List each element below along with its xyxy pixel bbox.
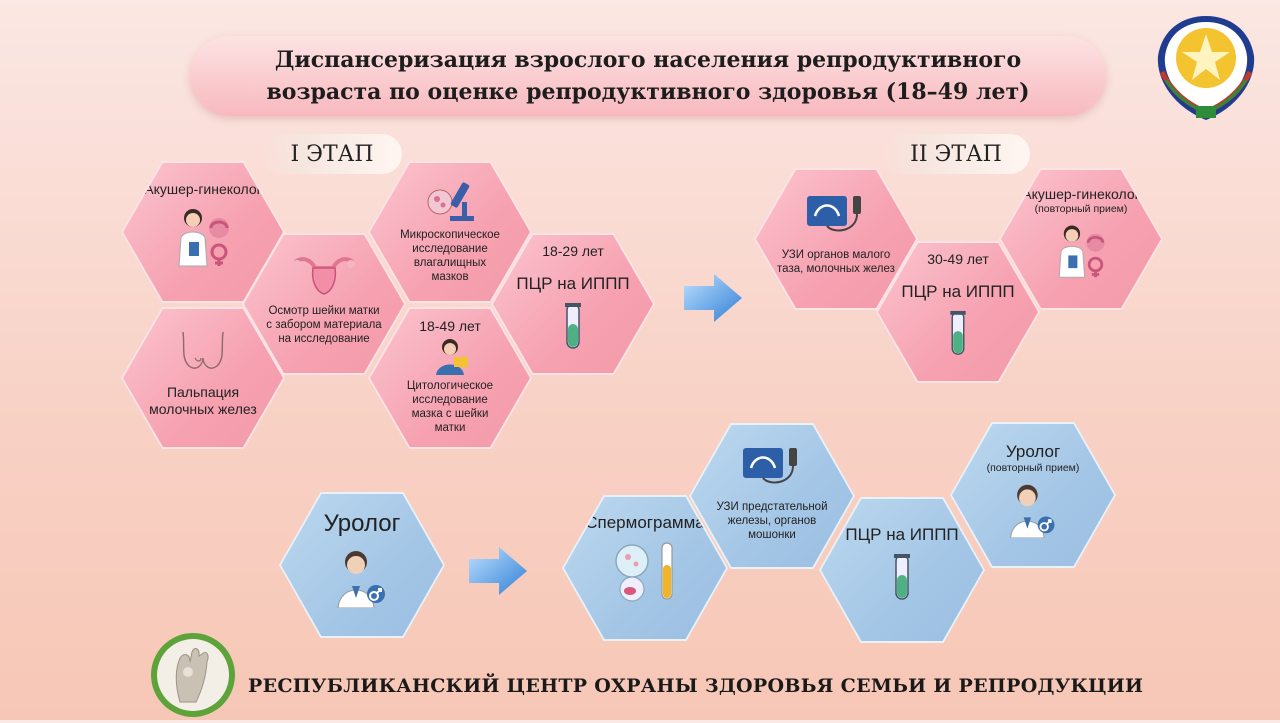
hex-ultrasound-pelvic: УЗИ органов малого таза, молочных желез — [756, 170, 916, 308]
microscope-icon — [427, 182, 474, 221]
palpation-label: Пальпация молочных желез — [149, 384, 257, 417]
pcr-18-29-age-label: 18-29 лет — [542, 242, 604, 259]
stage-2-text: II ЭТАП — [910, 141, 1002, 167]
gynecologist-label: Акушер-гинеколог — [144, 180, 262, 197]
urologist-repeat-note: (повторный прием) — [986, 462, 1080, 474]
ultrasound-icon — [743, 448, 797, 484]
page-title: Диспансеризация взрослого населения репр… — [266, 47, 1030, 105]
ultrasound-icon — [807, 196, 861, 232]
arrow-right-icon — [684, 274, 742, 322]
breast-outline-icon — [182, 331, 224, 369]
test-tube-icon — [565, 302, 581, 349]
cytology-age-label: 18-49 лет — [419, 317, 481, 334]
uterus-icon — [293, 257, 355, 295]
pcr-30-49-age-label: 30-49 лет — [927, 250, 989, 267]
lab-sample-icon — [615, 542, 673, 602]
test-tube-icon — [950, 310, 966, 355]
dagestan-emblem-icon — [1152, 12, 1260, 124]
cervix-exam-label: Осмотр шейки матки с забором материала н… — [266, 305, 382, 345]
footer-organization: РЕСПУБЛИКАНСКИЙ ЦЕНТР ОХРАНЫ ЗДОРОВЬЯ СЕ… — [248, 675, 1144, 697]
lab-worker-icon — [436, 338, 468, 375]
gynecologist-repeat-note: (повторный прием) — [1034, 202, 1128, 215]
ultrasound-pelvic-label: УЗИ органов малого таза, молочных желез — [777, 249, 895, 275]
female-doctor-icon — [178, 208, 229, 266]
hex-pcr-male: ПЦР на ИППП — [821, 499, 983, 641]
pcr-male-label: ПЦР на ИППП — [845, 525, 959, 544]
title-banner: Диспансеризация взрослого населения репр… — [190, 36, 1106, 116]
stage-1-label: I ЭТАП — [262, 134, 402, 174]
gynecologist-repeat-label: Акушер-гинеколог — [1022, 185, 1140, 202]
hex-pcr-30-49: 30-49 лет ПЦР на ИППП — [878, 243, 1038, 381]
microscopy-label: Микроскопическое исследование влагалищны… — [400, 229, 500, 283]
hex-spermogram: Спермограмма — [564, 497, 726, 639]
stage-1-text: I ЭТАП — [290, 141, 374, 167]
urologist-repeat-label: Уролог — [1005, 442, 1061, 461]
spermogram-label: Спермограмма — [585, 513, 705, 532]
test-tube-icon — [894, 554, 910, 600]
female-doctor-icon — [1058, 225, 1105, 278]
male-doctor-icon — [1010, 484, 1055, 538]
ultrasound-prostate-label: УЗИ предстательной железы, органов мошон… — [716, 501, 828, 541]
pcr-18-29-label: ПЦР на ИППП — [516, 273, 630, 293]
cytology-label: Цитологическое исследование мазка с шейк… — [406, 379, 494, 434]
urologist-label: Уролог — [323, 510, 401, 537]
stage-2-label: II ЭТАП — [882, 134, 1030, 174]
hex-pcr-18-29: 18-29 лет ПЦР на ИППП — [493, 235, 653, 373]
arrow-right-icon — [469, 547, 527, 595]
hex-urologist-repeat: Уролог (повторный прием) — [952, 424, 1114, 566]
hex-urologist: Уролог — [281, 494, 443, 636]
male-doctor-icon — [337, 551, 385, 608]
pcr-30-49-label: ПЦР на ИППП — [901, 281, 1015, 301]
center-logo-icon — [150, 632, 236, 718]
